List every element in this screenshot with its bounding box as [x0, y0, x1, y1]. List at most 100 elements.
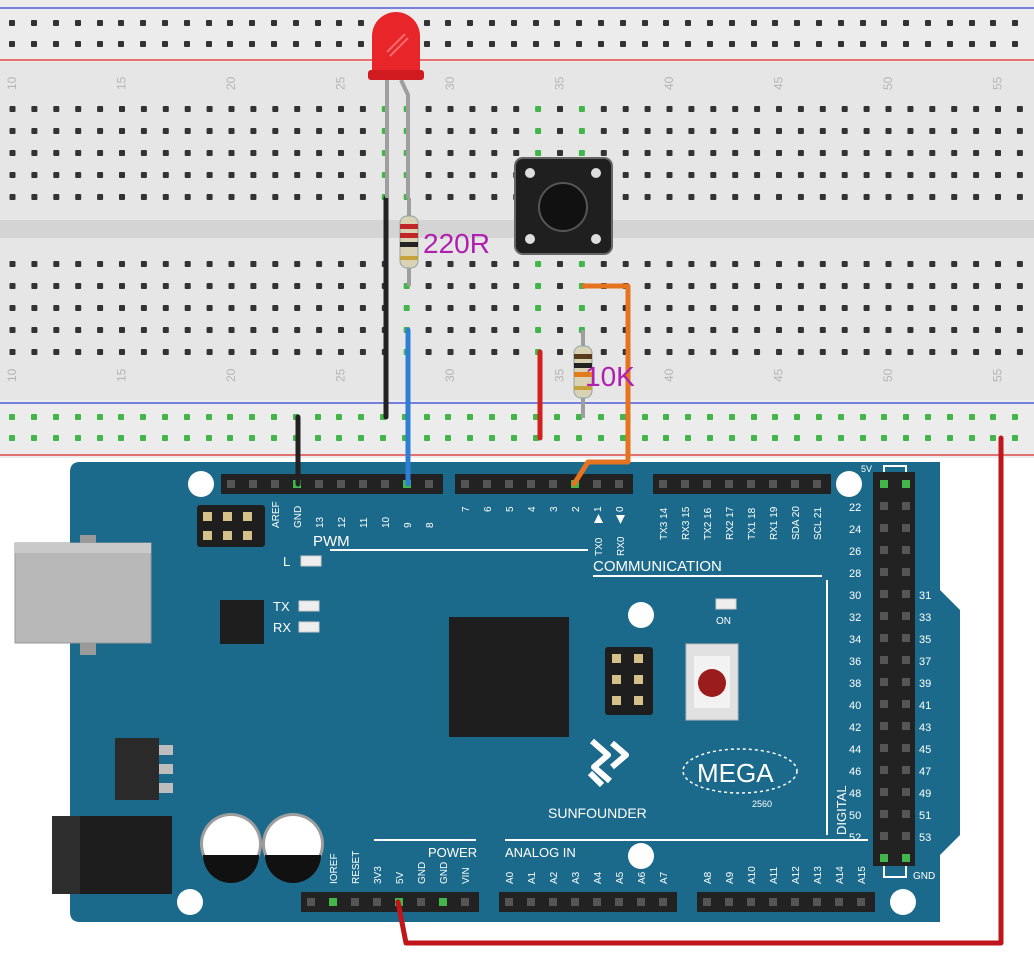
header-pin[interactable]: [593, 480, 601, 488]
header-pin[interactable]: [902, 854, 910, 862]
breadboard-hole: [140, 261, 147, 267]
header-pin[interactable]: [747, 480, 755, 488]
header-pin[interactable]: [271, 480, 279, 488]
header-pin[interactable]: [880, 766, 888, 774]
header-pin[interactable]: [527, 480, 535, 488]
header-pin[interactable]: [483, 480, 491, 488]
header-pin[interactable]: [880, 656, 888, 664]
header-pin[interactable]: [880, 810, 888, 818]
header-pin[interactable]: [902, 722, 910, 730]
header-pin[interactable]: [307, 898, 315, 906]
header-pin[interactable]: [880, 744, 888, 752]
header-pin[interactable]: [880, 678, 888, 686]
header-pin[interactable]: [902, 832, 910, 840]
header-pin[interactable]: [461, 480, 469, 488]
header-pin[interactable]: [703, 480, 711, 488]
header-pin[interactable]: [880, 722, 888, 730]
header-pin[interactable]: [880, 568, 888, 576]
header-pin[interactable]: [615, 898, 623, 906]
power-rail-hole: [860, 20, 866, 26]
header-pin[interactable]: [880, 700, 888, 708]
header-pin[interactable]: [659, 480, 667, 488]
header-pin[interactable]: [880, 480, 888, 488]
header-pin[interactable]: [902, 502, 910, 510]
header-pin[interactable]: [880, 590, 888, 598]
header-pin[interactable]: [337, 480, 345, 488]
header-pin[interactable]: [439, 898, 447, 906]
header-pin[interactable]: [659, 898, 667, 906]
header-pin[interactable]: [417, 898, 425, 906]
digital-pin-label: 45: [919, 744, 931, 756]
header-pin[interactable]: [880, 612, 888, 620]
header-pin[interactable]: [505, 898, 513, 906]
header-pin[interactable]: [880, 832, 888, 840]
header-pin[interactable]: [227, 480, 235, 488]
header-pin[interactable]: [769, 898, 777, 906]
breadboard-hole: [578, 261, 585, 267]
header-pin[interactable]: [835, 898, 843, 906]
header-pin[interactable]: [902, 612, 910, 620]
breadboard-hole: [119, 349, 125, 355]
power-rail-hole: [642, 20, 648, 26]
header-pin[interactable]: [813, 480, 821, 488]
header-pin[interactable]: [359, 480, 367, 488]
header-pin[interactable]: [902, 568, 910, 576]
header-pin[interactable]: [527, 898, 535, 906]
breadboard-column-number: 45: [772, 368, 786, 382]
header-pin[interactable]: [902, 480, 910, 488]
header-pin[interactable]: [615, 480, 623, 488]
header-pin[interactable]: [351, 898, 359, 906]
header-pin[interactable]: [549, 480, 557, 488]
header-pin[interactable]: [703, 898, 711, 906]
header-pin[interactable]: [902, 634, 910, 642]
header-pin[interactable]: [725, 898, 733, 906]
header-pin[interactable]: [880, 854, 888, 862]
header-pin[interactable]: [505, 480, 513, 488]
header-pin[interactable]: [902, 744, 910, 752]
header-pin[interactable]: [593, 898, 601, 906]
usb-port: [14, 542, 152, 644]
power-rail-hole: [206, 20, 212, 26]
header-pin[interactable]: [791, 480, 799, 488]
push-button[interactable]: [514, 157, 613, 255]
breadboard-hole: [119, 150, 125, 156]
header-pin[interactable]: [880, 546, 888, 554]
header-pin[interactable]: [902, 810, 910, 818]
header-pin[interactable]: [425, 480, 433, 488]
header-pin[interactable]: [902, 590, 910, 598]
header-pin[interactable]: [880, 634, 888, 642]
breadboard-hole: [578, 150, 585, 156]
breadboard-hole: [469, 327, 476, 333]
header-pin[interactable]: [461, 898, 469, 906]
breadboard-hole: [863, 261, 870, 267]
header-pin[interactable]: [725, 480, 733, 488]
header-pin[interactable]: [880, 788, 888, 796]
header-pin[interactable]: [791, 898, 799, 906]
header-pin[interactable]: [902, 788, 910, 796]
header-pin[interactable]: [315, 480, 323, 488]
power-rail-hole: [598, 435, 604, 441]
header-pin[interactable]: [902, 700, 910, 708]
reset-button[interactable]: [685, 643, 739, 721]
header-pin[interactable]: [902, 766, 910, 774]
header-pin[interactable]: [329, 898, 337, 906]
header-pin[interactable]: [381, 480, 389, 488]
header-pin[interactable]: [880, 524, 888, 532]
breadboard-hole: [9, 106, 16, 112]
header-pin[interactable]: [813, 898, 821, 906]
header-pin[interactable]: [857, 898, 865, 906]
header-pin[interactable]: [571, 898, 579, 906]
header-pin[interactable]: [747, 898, 755, 906]
header-pin[interactable]: [249, 480, 257, 488]
header-pin[interactable]: [549, 898, 557, 906]
header-pin[interactable]: [769, 480, 777, 488]
header-pin[interactable]: [902, 524, 910, 532]
header-pin[interactable]: [880, 502, 888, 510]
breadboard-hole: [973, 150, 980, 156]
header-pin[interactable]: [373, 898, 381, 906]
header-pin[interactable]: [902, 656, 910, 664]
header-pin[interactable]: [902, 546, 910, 554]
header-pin[interactable]: [637, 898, 645, 906]
header-pin[interactable]: [902, 678, 910, 686]
header-pin[interactable]: [681, 480, 689, 488]
